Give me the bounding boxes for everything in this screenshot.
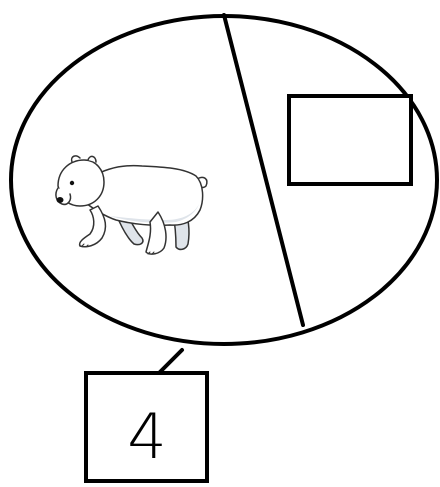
right-part-box[interactable] <box>289 96 411 184</box>
connector-line <box>159 350 182 373</box>
whole-value: 4 <box>127 400 166 473</box>
